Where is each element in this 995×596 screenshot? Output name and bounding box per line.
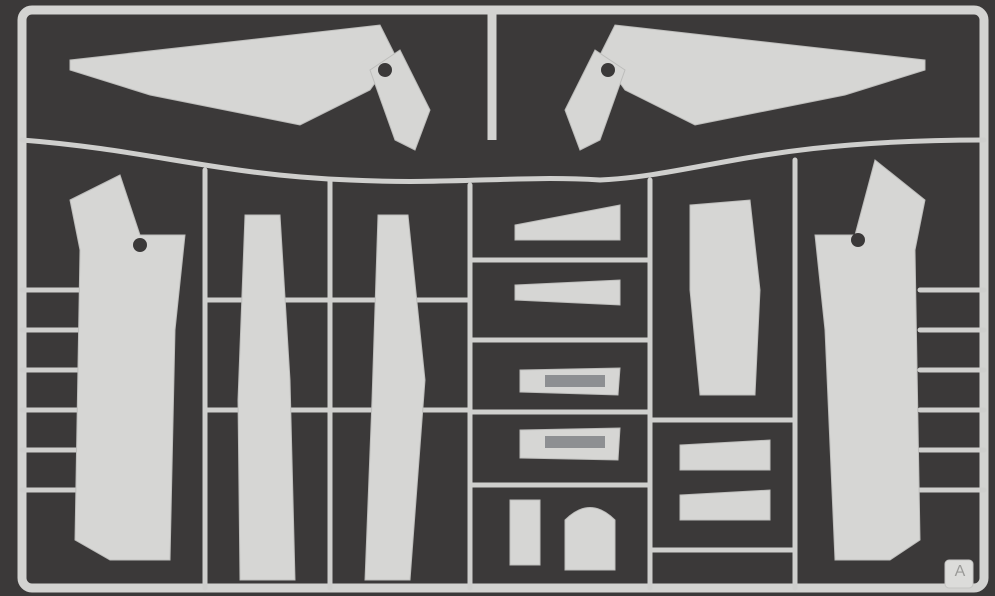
left-fin-part bbox=[69, 174, 186, 561]
small-part-1 bbox=[514, 204, 621, 241]
small-part-6 bbox=[564, 507, 616, 571]
curved-runner bbox=[19, 137, 987, 184]
sprue-tag bbox=[944, 559, 974, 589]
upper-right-wing-part bbox=[599, 24, 926, 126]
small-part-8 bbox=[679, 489, 771, 521]
sprue-frame bbox=[17, 5, 989, 593]
right-strip-part bbox=[364, 214, 426, 581]
sprue-tag-letter: A bbox=[954, 563, 966, 580]
small-part-7 bbox=[679, 439, 771, 471]
small-part-5 bbox=[509, 499, 541, 566]
upper-right-bracket-part bbox=[564, 49, 626, 151]
upper-left-wing-part bbox=[69, 24, 396, 126]
vertical-runners bbox=[202, 157, 798, 591]
right-fin-part bbox=[814, 159, 926, 561]
cockpit-tub-part bbox=[689, 199, 761, 396]
upper-left-bracket-part bbox=[369, 49, 431, 151]
small-part-2 bbox=[514, 279, 621, 306]
left-strip-part bbox=[237, 214, 296, 581]
